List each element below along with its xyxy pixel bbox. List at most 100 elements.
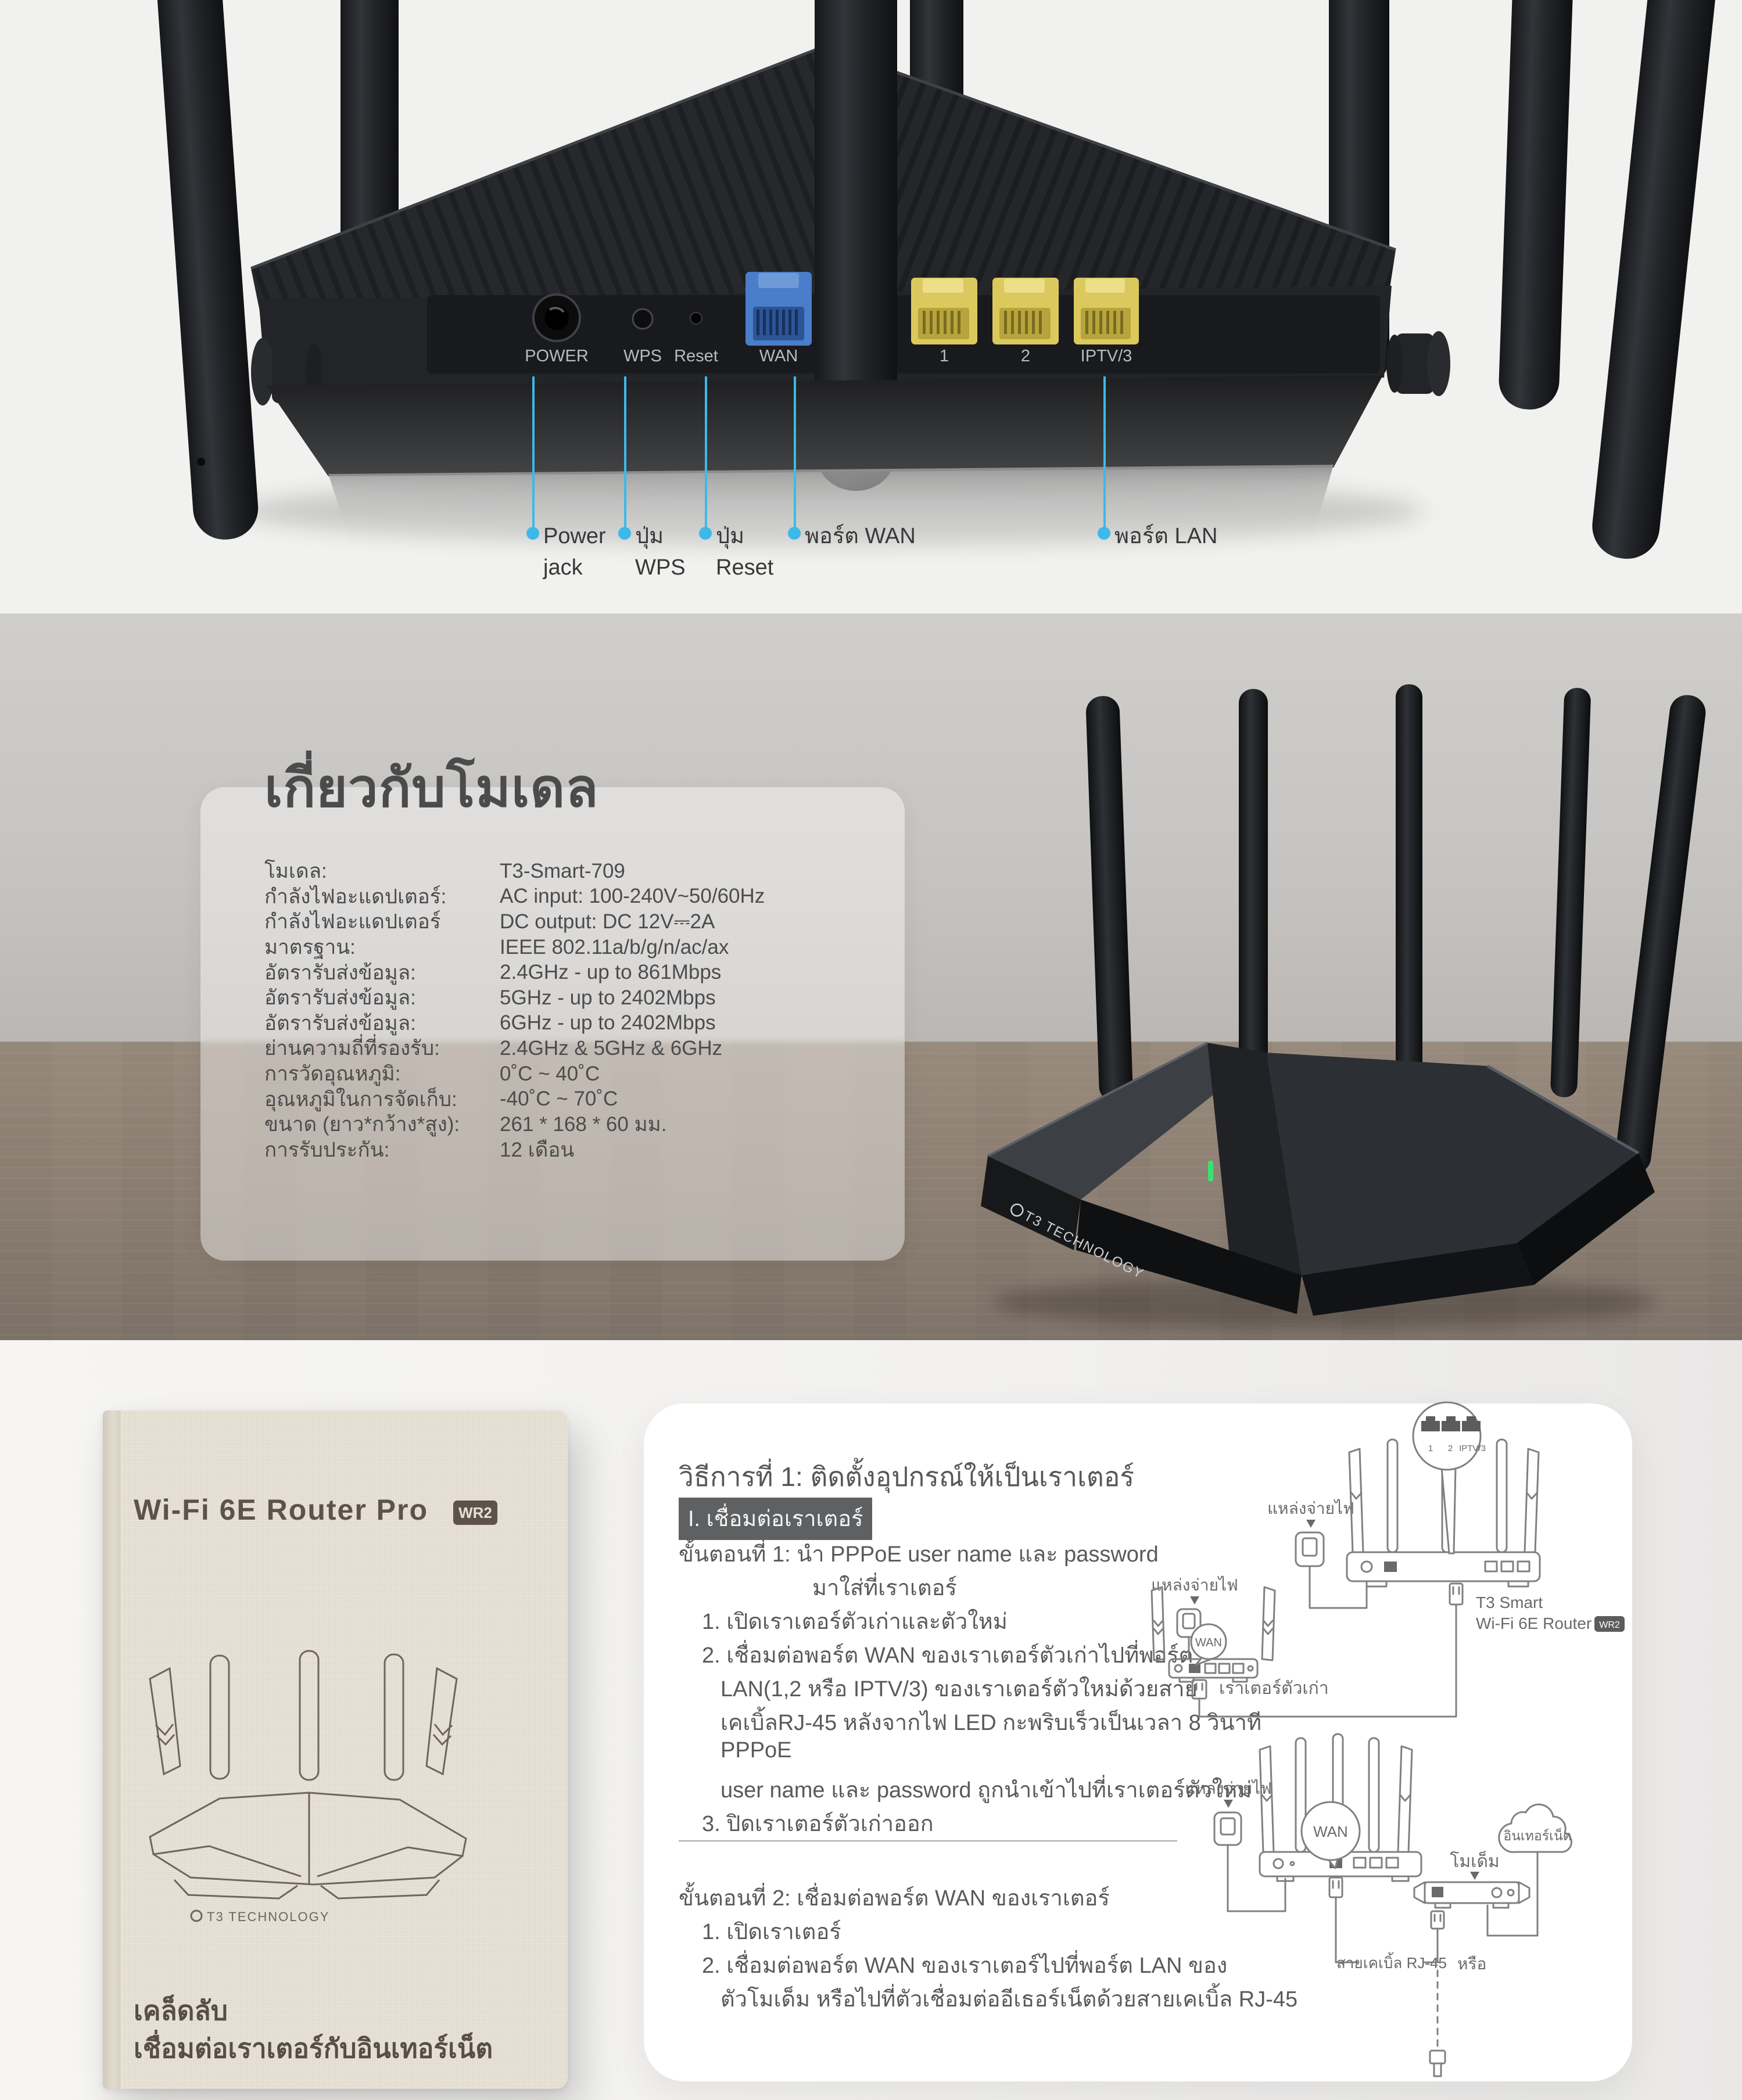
callout-text: พอร์ต LAN [1114,524,1218,548]
antenna-icon [1524,1448,1540,1553]
rj45-connector-icon [1429,2049,1446,2077]
magnifier-port-1: 1 [1428,1444,1433,1453]
port-labels: POWER WPS Reset WAN 1 2 IPTV/3 [525,347,1132,365]
antenna-icon [209,1654,230,1780]
guide-step2-line: 2. เชื่อมต่อพอร์ต WAN ของเราเตอร์ไปที่พอ… [702,1954,1228,1978]
port-label-wps: WPS [623,347,662,365]
spec-row: ย่านความถี่ที่รองรับ: 2.4GHz & 5GHz & 6GH… [264,1036,880,1061]
device-name-line1: T3 Smart [1476,1593,1543,1611]
power-jack [532,293,581,342]
guide-step1-line: 2. เชื่อมต่อพอร์ต WAN ของเราเตอร์ตัวเก่า… [702,1643,1193,1668]
spec-label: อัตรารับส่งข้อมูล: [264,961,416,984]
guide-step1-line: 1. เปิดเราเตอร์ตัวเก่าและตัวใหม่ [702,1610,1008,1634]
port-magnifier: 1 2 IPTV/3 [1412,1401,1486,1555]
spec-label: ย่านความถี่ที่รองรับ: [264,1037,440,1060]
port-label-reset: Reset [674,347,718,365]
diagram-step1: แหล่งจ่ายไฟ [1150,1401,1625,1718]
spec-label: การรับประกัน: [264,1138,390,1161]
rj45-plug-icon [1449,1582,1464,1606]
antenna-icon [383,1653,404,1781]
rj45-plug-icon [1430,1910,1445,1930]
internet-cable [1486,1852,1539,1937]
callout-text: jack [543,555,583,580]
book-router-lineart: T3 TECHNOLOGY [149,1650,467,1924]
power-adapter-icon [1213,1811,1242,1846]
spec-value: IEEE 802.11a/b/g/n/ac/ax [500,935,729,959]
port-label-1: 1 [940,347,949,365]
antenna-icon [815,0,897,491]
guide-step2-line: ขั้นตอนที่ 2: เชื่อมต่อพอร์ต WAN ของเราเ… [679,1886,1110,1911]
port-label-power: POWER [525,347,589,365]
guide-step1-line: เคเบิ้ลRJ-45 หลังจากไฟ LED กะพริบเร็วเป็… [721,1711,1261,1735]
router-rear-photo: POWER WPS Reset WAN 1 2 IPTV/3 [156,0,1716,559]
callout-text: ปุ่ม [716,524,745,548]
spec-value: 2.4GHz & 5GHz & 6GHz [500,1036,723,1060]
callout-power-jack: Power jack [526,520,606,583]
antenna-icon [1368,1737,1380,1853]
callout-lan-port: พอร์ต LAN [1098,520,1217,552]
guide-divider [679,1840,1177,1841]
antenna-icon [425,1667,458,1776]
book-badge: WR2 [453,1500,497,1525]
wan-callout-text: WAN [1313,1823,1348,1840]
guide-step1-line: user name และ password ถูกนำเข้าไปที่เรา… [721,1778,1252,1803]
arrow-down-icon [1224,1800,1233,1808]
spec-label: การวัดอุณหภูมิ: [264,1062,401,1086]
power-cord [1309,1565,1368,1609]
callout-wan-port: พอร์ต WAN [788,520,916,552]
guide-step-badge: I. เชื่อมต่อเราเตอร์ [679,1498,873,1540]
spec-label: อัตรารับส่งข้อมูล: [264,986,416,1010]
spec-label: กำลังไฟอะแดปเตอร์ [264,910,441,934]
antenna-icon [299,1650,320,1781]
top-photo-section: POWER WPS Reset WAN 1 2 IPTV/3 [0,0,1742,613]
guide-step1-line: 3. ปิดเราเตอร์ตัวเก่าออก [702,1812,934,1836]
spec-value: 0˚C ~ 40˚C [500,1062,600,1085]
spec-card [200,787,905,1261]
lan-ports [911,278,1139,344]
modem-label: โมเด็ม [1450,1850,1499,1871]
antenna-icon [1150,1586,1166,1661]
internet-cloud: อินเทอร์เน็ต [1498,1803,1572,1853]
lineart-body: T3 TECHNOLOGY [149,1792,467,1924]
spec-label: ขนาด (ยาว*กว้าง*สูง): [264,1113,460,1136]
port-label-wan: WAN [759,347,798,365]
or-label: หรือ [1457,1955,1486,1973]
spec-row: อุณหภูมิในการจัดเก็บ:-40˚C ~ 70˚C [264,1086,880,1112]
about-title: เกี่ยวกับโมเดล [264,759,599,818]
diagram-power-label: แหล่งจ่ายไฟ [1185,1779,1272,1797]
reset-pinhole [690,312,702,325]
callout-line-reset [705,376,707,534]
antenna-icon [1592,0,1716,559]
spec-row: กำลังไฟอะแดปเตอร์:AC input: 100-240V~50/… [264,884,880,910]
spec-value: 261 * 168 * 60 มม. [500,1113,667,1136]
rj45-cable [1198,1603,1457,1718]
device-badge [1594,1616,1625,1632]
spec-row: การรับประกัน:12 เดือน [264,1137,880,1163]
arrow-down-icon [1306,1520,1316,1528]
internet-label: อินเทอร์เน็ต [1503,1827,1571,1843]
diagram-step2: แหล่งจ่ายไฟ WAN [1185,1733,1572,2077]
guide-step1-line: LAN(1,2 หรือ IPTV/3) ของเราเตอร์ตัวใหม่ด… [721,1677,1198,1701]
guide-step2-line: 1. เปิดเราเตอร์ [702,1920,841,1944]
callout-reset-button: ปุ่ม Reset [699,520,773,583]
antenna-icon [1086,696,1133,1103]
antenna-icon [1499,0,1573,410]
spec-value: 2.4GHz - up to 861Mbps [500,961,722,984]
old-router-drawing [1150,1586,1276,1683]
spec-row: ขนาด (ยาว*กว้าง*สูง): 261 * 168 * 60 มม. [264,1112,880,1137]
spec-row: อัตรารับส่งข้อมูล: 2.4GHz - up to 861Mbps [264,960,880,985]
book-title: Wi-Fi 6E Router Pro [134,1494,429,1526]
callout-text: Power [543,524,606,548]
diagram-power-label: แหล่งจ่ายไฟ [1267,1499,1354,1517]
antenna-icon [1496,1438,1508,1553]
antenna-icon [1259,1745,1275,1853]
callout-wps-button: ปุ่ม WPS [618,520,686,583]
rj45-plug-icon [1328,1876,1343,1898]
router-product-render: T3 TECHNOLOGY [981,684,1706,1328]
wan-callout: WAN [1190,1623,1227,1666]
guide-step1-line: PPPoE [721,1738,792,1762]
antenna-icon [1615,695,1706,1175]
power-cord [1227,1844,1286,1912]
wan-callout-text: WAN [1195,1636,1222,1649]
magnifier-port-2: 2 [1448,1444,1453,1453]
